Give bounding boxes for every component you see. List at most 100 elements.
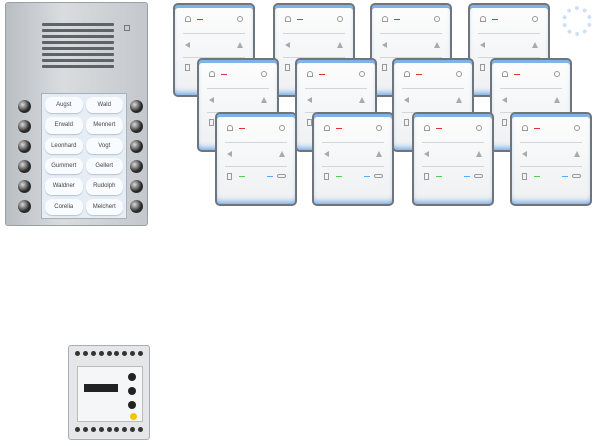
speaker-icon[interactable] — [424, 151, 429, 157]
speaker-icon[interactable] — [382, 42, 387, 48]
speaker-icon[interactable] — [227, 151, 232, 157]
door-open-icon[interactable] — [209, 119, 214, 126]
bell-icon[interactable] — [532, 42, 538, 48]
call-button[interactable] — [18, 160, 31, 173]
status-led — [364, 176, 370, 177]
bell-icon[interactable] — [376, 151, 382, 157]
bell-mute-icon[interactable] — [307, 71, 313, 77]
power-icon[interactable] — [261, 71, 267, 77]
speaker-icon[interactable] — [209, 97, 214, 103]
speaker-icon[interactable] — [404, 97, 409, 103]
speaker-icon[interactable] — [185, 42, 190, 48]
bell-mute-icon[interactable] — [285, 16, 291, 22]
status-led — [267, 176, 273, 177]
door-open-icon[interactable] — [382, 64, 387, 71]
indoor-monitor — [412, 112, 494, 206]
bell-icon[interactable] — [456, 97, 462, 103]
call-button[interactable] — [18, 200, 31, 213]
key-icon[interactable] — [572, 174, 581, 178]
bell-icon[interactable] — [237, 42, 243, 48]
door-open-icon[interactable] — [185, 64, 190, 71]
name-label: Rudolph — [85, 178, 123, 195]
door-open-icon[interactable] — [404, 119, 409, 126]
call-button[interactable] — [130, 120, 143, 133]
power-supply-unit — [68, 345, 150, 440]
door-open-icon[interactable] — [502, 119, 507, 126]
bell-mute-icon[interactable] — [424, 125, 430, 131]
status-led — [336, 128, 342, 129]
power-icon[interactable] — [376, 125, 382, 131]
key-icon[interactable] — [374, 174, 383, 178]
speaker-icon[interactable] — [324, 151, 329, 157]
door-open-icon[interactable] — [324, 173, 329, 180]
brand-watermark-icon — [562, 6, 592, 36]
bell-mute-icon[interactable] — [404, 71, 410, 77]
call-button[interactable] — [130, 100, 143, 113]
bell-icon[interactable] — [574, 151, 580, 157]
bell-mute-icon[interactable] — [480, 16, 486, 22]
bell-icon[interactable] — [434, 42, 440, 48]
power-supply-face — [77, 366, 143, 422]
call-button[interactable] — [130, 140, 143, 153]
bell-icon[interactable] — [337, 42, 343, 48]
name-label: Augst — [45, 97, 83, 114]
call-button[interactable] — [18, 100, 31, 113]
speaker-grille — [42, 23, 114, 71]
call-button[interactable] — [130, 160, 143, 173]
status-led — [416, 74, 422, 75]
power-icon[interactable] — [434, 16, 440, 22]
power-icon[interactable] — [279, 125, 285, 131]
status-led — [534, 128, 540, 129]
power-icon[interactable] — [476, 125, 482, 131]
status-led — [436, 128, 442, 129]
door-open-icon[interactable] — [522, 173, 527, 180]
speaker-icon[interactable] — [480, 42, 485, 48]
power-icon[interactable] — [456, 71, 462, 77]
bell-icon[interactable] — [359, 97, 365, 103]
door-open-icon[interactable] — [227, 173, 232, 180]
key-icon[interactable] — [474, 174, 483, 178]
door-open-icon[interactable] — [480, 64, 485, 71]
bell-mute-icon[interactable] — [324, 125, 330, 131]
power-icon[interactable] — [237, 16, 243, 22]
door-open-icon[interactable] — [285, 64, 290, 71]
speaker-icon[interactable] — [502, 97, 507, 103]
call-button[interactable] — [18, 120, 31, 133]
speaker-icon[interactable] — [285, 42, 290, 48]
power-icon[interactable] — [532, 16, 538, 22]
call-button[interactable] — [18, 140, 31, 153]
status-led — [239, 176, 245, 177]
speaker-icon[interactable] — [522, 151, 527, 157]
bell-icon[interactable] — [261, 97, 267, 103]
call-button[interactable] — [18, 180, 31, 193]
power-icon[interactable] — [554, 71, 560, 77]
door-open-icon[interactable] — [424, 173, 429, 180]
bell-mute-icon[interactable] — [227, 125, 233, 131]
door-open-icon[interactable] — [307, 119, 312, 126]
name-label: Erwald — [45, 117, 83, 134]
bell-mute-icon[interactable] — [522, 125, 528, 131]
adjust-knob — [128, 373, 136, 381]
bell-mute-icon[interactable] — [502, 71, 508, 77]
call-button[interactable] — [130, 200, 143, 213]
adjust-knob — [128, 401, 136, 409]
speaker-icon[interactable] — [307, 97, 312, 103]
name-label: Corelia — [45, 198, 83, 215]
bell-icon[interactable] — [476, 151, 482, 157]
key-icon[interactable] — [277, 174, 286, 178]
power-icon[interactable] — [337, 16, 343, 22]
power-icon[interactable] — [359, 71, 365, 77]
status-led — [514, 74, 520, 75]
bell-icon[interactable] — [279, 151, 285, 157]
status-led — [464, 176, 470, 177]
power-icon[interactable] — [574, 125, 580, 131]
call-button[interactable] — [130, 180, 143, 193]
bell-mute-icon[interactable] — [185, 16, 191, 22]
bell-icon[interactable] — [554, 97, 560, 103]
status-led — [130, 413, 137, 420]
bell-mute-icon[interactable] — [382, 16, 388, 22]
bell-mute-icon[interactable] — [209, 71, 215, 77]
status-led — [239, 128, 245, 129]
ce-label-logo — [84, 384, 118, 392]
name-label: Gummert — [45, 157, 83, 175]
